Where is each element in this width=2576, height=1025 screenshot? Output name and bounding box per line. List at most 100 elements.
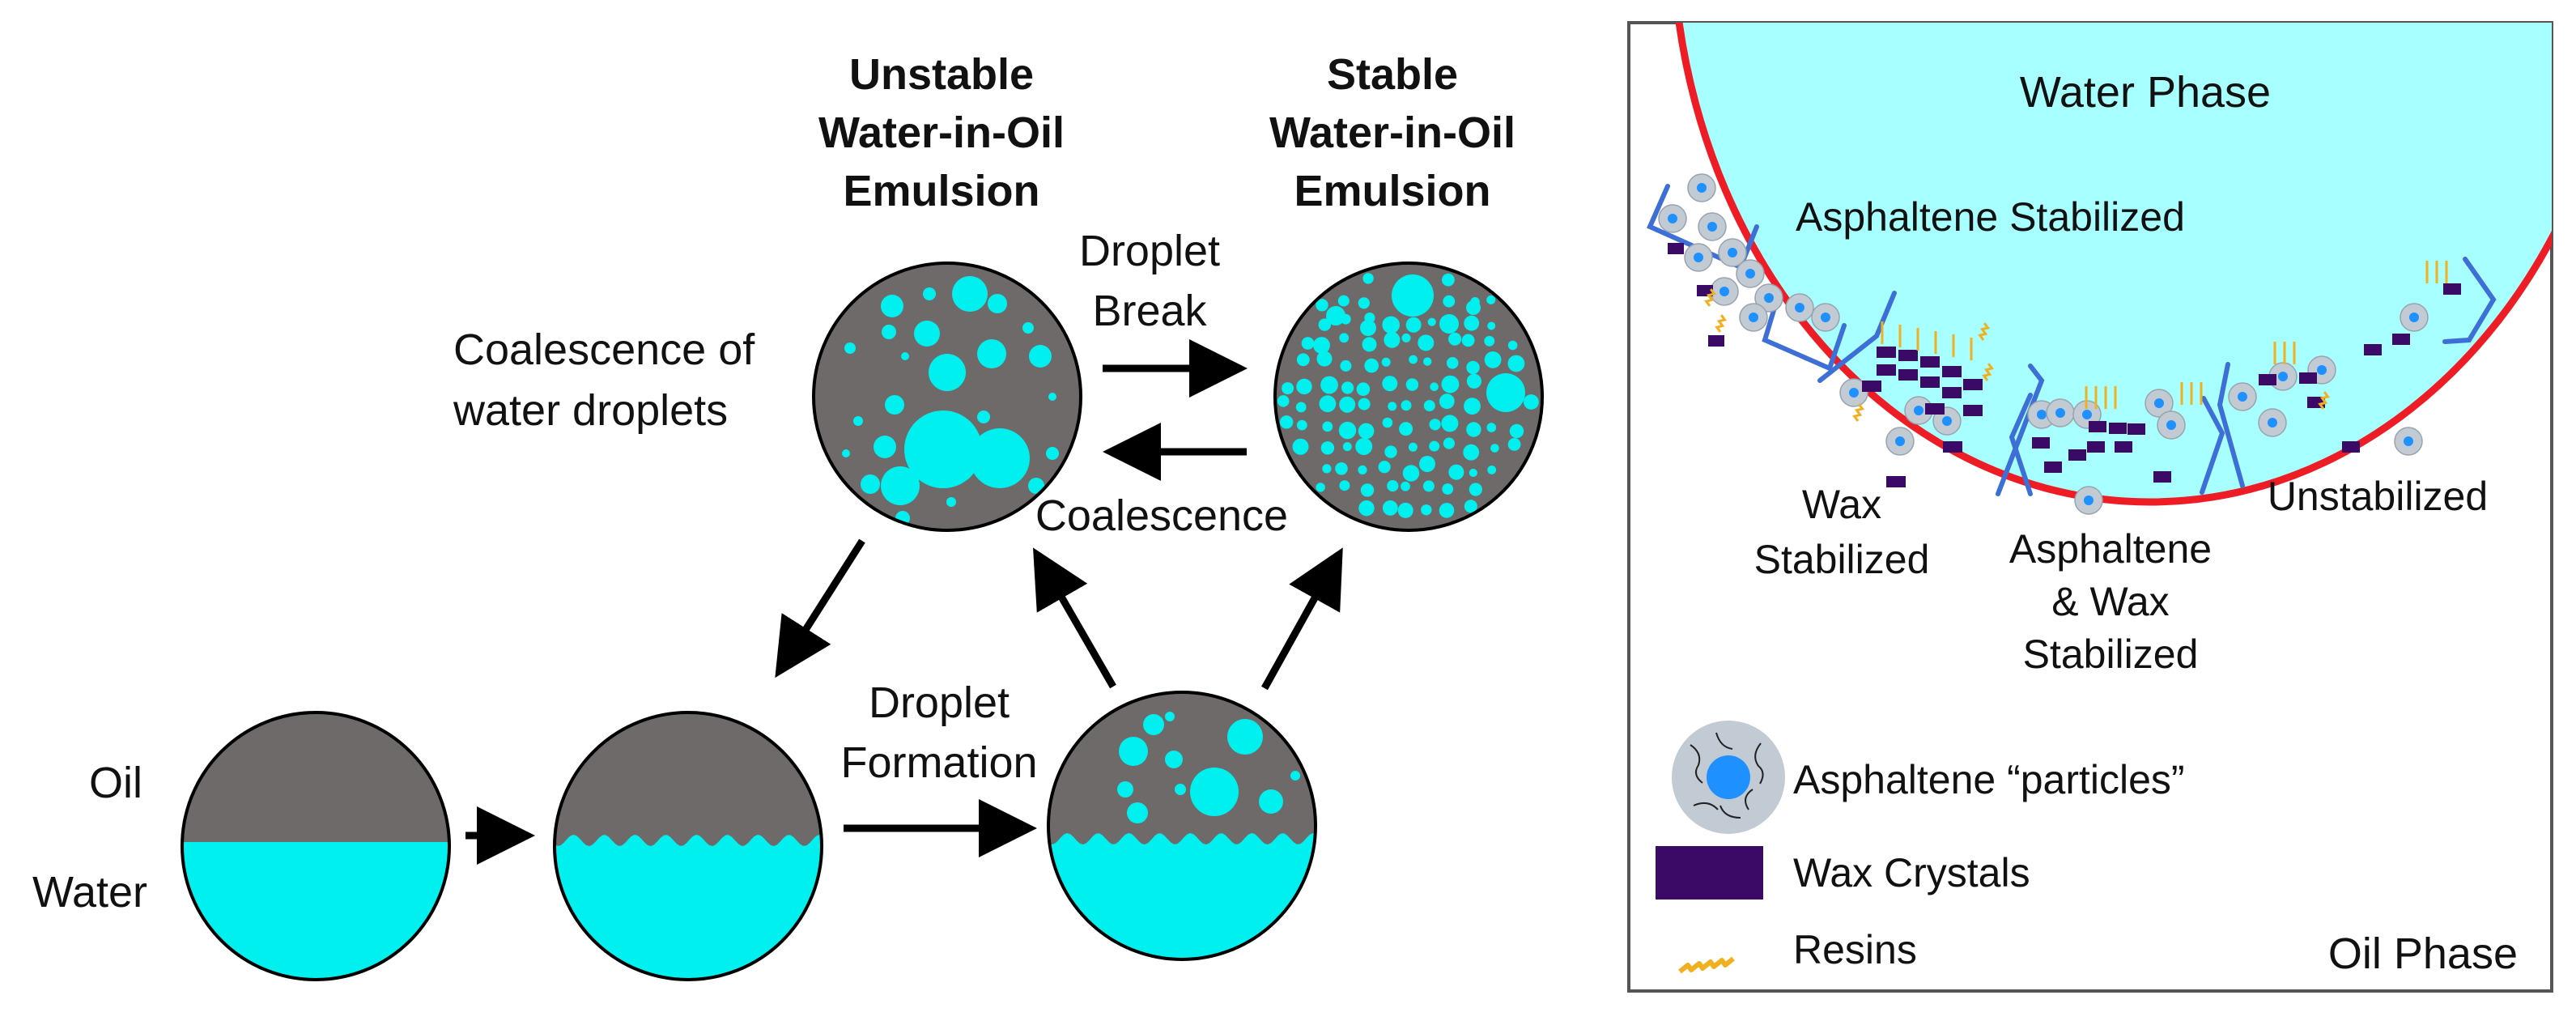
water-droplet <box>1029 345 1052 368</box>
water-droplet <box>1444 315 1456 325</box>
arrow-formation-to-unstable <box>1033 547 1116 689</box>
water-droplet <box>1119 737 1148 766</box>
water-phase-droplet <box>1675 23 2552 506</box>
water-droplet <box>882 325 896 339</box>
water-droplet <box>1439 503 1455 518</box>
asphaltene-particle <box>1736 259 1765 288</box>
asphaltene-particle <box>2394 427 2423 456</box>
water-droplet <box>1382 376 1398 392</box>
resin-chain <box>1715 314 1728 333</box>
water-droplet <box>881 295 903 317</box>
water-droplet <box>1046 447 1059 460</box>
water-droplet <box>1316 483 1325 492</box>
water-droplet <box>1388 402 1397 411</box>
resin-chain <box>1978 322 1991 341</box>
water-droplet <box>1360 483 1375 497</box>
wavy-interface-circle <box>553 711 823 981</box>
water-droplet <box>1362 337 1377 352</box>
water-droplet <box>923 287 936 300</box>
bracket-wax-start <box>1817 291 1897 383</box>
water-droplet <box>1507 438 1521 451</box>
unstable-emulsion-circle <box>812 262 1082 532</box>
water-droplet <box>1127 802 1148 823</box>
water-droplet <box>1443 295 1456 308</box>
water-droplet <box>1301 337 1315 350</box>
wax-crystal <box>2443 283 2461 295</box>
wax-crystal <box>1942 366 1962 377</box>
water-droplet <box>1296 353 1310 367</box>
water-droplet <box>1339 333 1350 343</box>
unstabilized-label: Unstabilized <box>2268 474 2488 519</box>
wax-crystal <box>2342 441 2360 453</box>
water-droplet <box>1507 355 1525 372</box>
water-droplet <box>1423 357 1432 366</box>
water-droplet <box>977 339 1006 368</box>
asphaltene-particle <box>2145 389 2174 418</box>
water-droplet <box>1337 295 1350 307</box>
water-droplet <box>1313 337 1330 354</box>
water-droplet <box>1322 421 1333 432</box>
water-droplet <box>1423 400 1435 412</box>
water-droplet <box>1405 378 1419 391</box>
water-label: Water <box>32 868 147 917</box>
interface-particles <box>1658 173 2461 515</box>
wax-crystal <box>1943 441 1962 453</box>
unstable-title-line3: Emulsion <box>843 167 1039 215</box>
water-droplet <box>1320 376 1338 394</box>
stable-emulsion-circle <box>1273 262 1544 532</box>
water-droplet <box>1461 334 1475 347</box>
asphaltene-wax-line1: Asphaltene <box>2009 526 2212 572</box>
asphaltene-stabilized-label: Asphaltene Stabilized <box>1796 194 2185 240</box>
water-droplet <box>1355 438 1373 455</box>
water-droplet <box>885 395 904 415</box>
water-droplet <box>1316 351 1333 367</box>
asphaltene-particle <box>1687 173 1716 202</box>
wax-crystal <box>1925 403 1945 415</box>
water-droplet <box>1175 784 1186 795</box>
legend: Asphaltene “particles” Wax Crystals Resi… <box>1656 721 2185 974</box>
water-droplet <box>1429 419 1441 431</box>
process-arrows <box>465 339 1343 865</box>
water-droplet <box>1022 322 1034 334</box>
water-droplet <box>1401 481 1410 491</box>
water-droplet <box>1441 415 1459 432</box>
asphaltene-wax-line3: Stabilized <box>2023 632 2199 677</box>
water-droplet <box>1384 331 1401 348</box>
water-droplet <box>1418 334 1435 351</box>
bracket-both-end <box>2200 396 2225 495</box>
droplet-formation-line1: Droplet <box>869 678 1010 727</box>
water-droplet <box>1382 417 1393 428</box>
water-droplet <box>1339 396 1356 413</box>
wax-crystal <box>1708 335 1724 347</box>
water-droplet <box>1464 500 1477 513</box>
separated-circle-outline <box>181 711 451 981</box>
water-droplet <box>1165 751 1183 768</box>
wax-crystal <box>2089 421 2106 432</box>
water-droplet <box>977 410 990 423</box>
water-droplet <box>1190 768 1239 816</box>
water-droplet <box>1326 306 1345 325</box>
water-droplet <box>1048 393 1056 401</box>
water-droplet <box>1358 465 1367 475</box>
water-droplet <box>1397 502 1413 518</box>
water-droplet <box>1028 478 1044 494</box>
water-droplet <box>1392 274 1434 317</box>
water-droplet <box>861 474 880 494</box>
water-droplet <box>1340 359 1352 372</box>
water-droplet <box>1358 398 1371 410</box>
coalescence-of-water-line2: water droplets <box>453 386 728 435</box>
wax-crystal <box>1942 387 1962 398</box>
asphaltene-particle <box>1839 378 1868 407</box>
wax-crystal <box>1898 369 1918 381</box>
water-droplet <box>1320 441 1335 455</box>
unstable-title-line2: Water-in-Oil <box>818 108 1065 157</box>
water-droplet <box>1117 781 1133 797</box>
water-droplet <box>904 410 982 488</box>
asphaltene-particle <box>1658 204 1687 233</box>
droplet-break-line2: Break <box>1092 287 1207 335</box>
water-droplet <box>1427 317 1436 326</box>
water-droplet <box>1165 712 1175 721</box>
bracket-unstab-end <box>2442 257 2497 344</box>
water-droplet <box>1290 771 1300 780</box>
